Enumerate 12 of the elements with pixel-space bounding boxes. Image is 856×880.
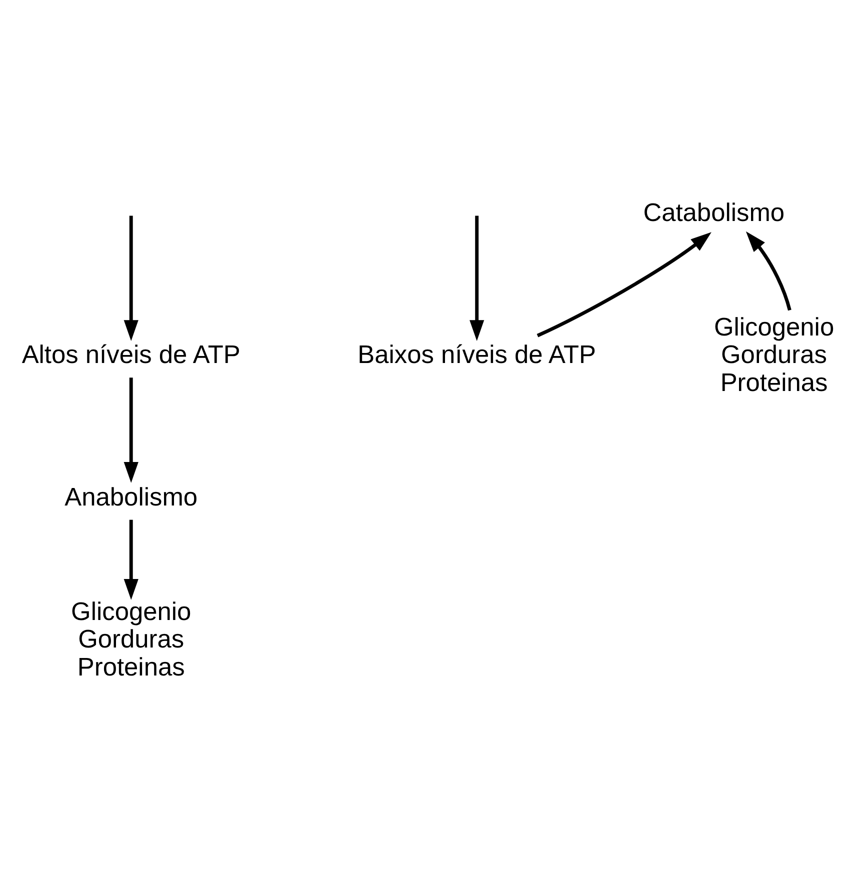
arrow <box>124 519 138 600</box>
node-text: Altos níveis de ATP <box>22 340 240 369</box>
node-text: Glicogenio Gorduras Proteinas <box>71 597 192 681</box>
arrow <box>124 377 138 482</box>
node-text: Glicogenio Gorduras Proteinas <box>714 312 834 396</box>
arrow <box>536 232 712 337</box>
node-text: Anabolismo <box>64 482 198 511</box>
node-text: Catabolismo <box>643 198 785 226</box>
arrow <box>746 230 792 310</box>
arrow <box>470 215 484 340</box>
node-text: Baixos níveis de ATP <box>358 340 596 369</box>
arrow <box>124 215 138 340</box>
